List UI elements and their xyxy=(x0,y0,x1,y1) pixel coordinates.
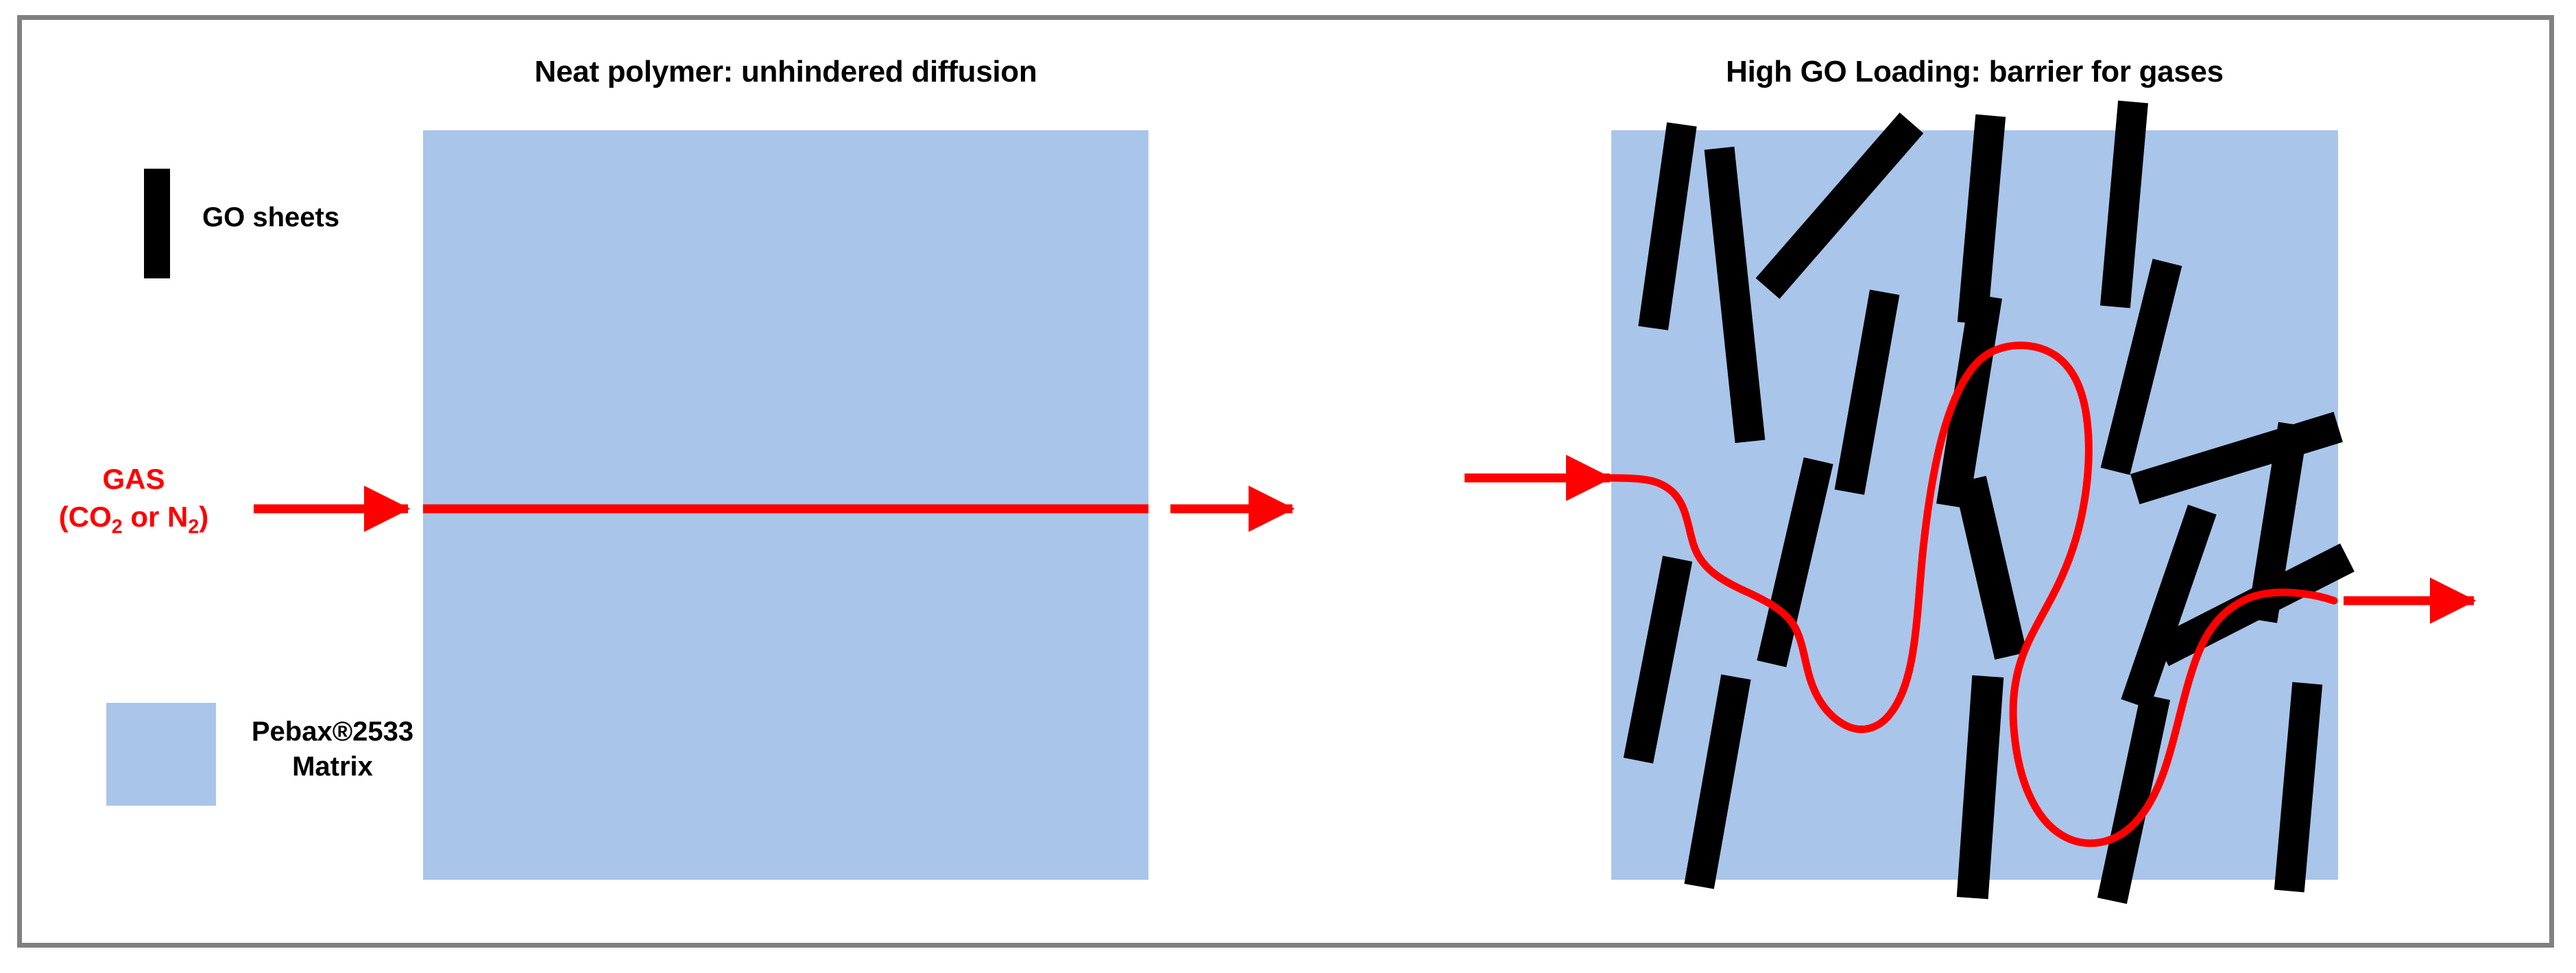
high-go-loading-matrix-panel xyxy=(1611,130,2338,880)
legend-matrix-label-line2: Matrix xyxy=(292,752,373,782)
neat-polymer-matrix-panel xyxy=(423,130,1148,880)
legend-matrix-label: Pebax®2533 Matrix xyxy=(219,714,446,784)
legend-matrix-swatch xyxy=(106,703,216,806)
panel-title-high-go-loading: High GO Loading: barrier for gases xyxy=(1726,55,2224,88)
legend-go-sheets-swatch xyxy=(144,169,170,278)
gas-inlet-label: GAS (CO2 or N2) xyxy=(21,461,247,540)
panel-title-neat-polymer: Neat polymer: unhindered diffusion xyxy=(534,55,1037,88)
gas-label-line2: (CO2 or N2) xyxy=(58,500,209,538)
gas-label-line1: GAS xyxy=(102,463,165,495)
legend-go-sheets-label: GO sheets xyxy=(202,202,340,232)
legend-matrix-label-line1: Pebax®2533 xyxy=(251,717,414,747)
